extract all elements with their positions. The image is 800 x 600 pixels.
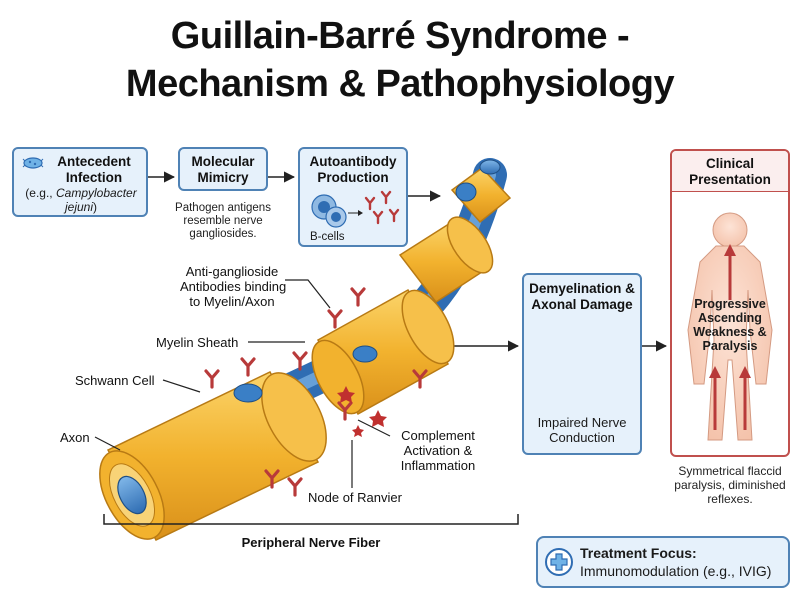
myelin-sheath-label: Myelin Sheath xyxy=(156,335,239,350)
clinical-body-line-4: Paralysis xyxy=(702,339,758,353)
clinical-body-line-1: Progressive xyxy=(694,297,766,311)
schwann-cell-nucleus xyxy=(233,383,263,403)
infection-box: Antecedent Infection (e.g., Campylobacte… xyxy=(12,147,148,217)
myelin-segment-3 xyxy=(398,216,494,304)
antibodies-label-line-2: Antibodies binding xyxy=(180,279,287,294)
demyelination-title-line-1: Demyelination & xyxy=(529,281,635,296)
complement-label-line-3: Inflammation xyxy=(400,458,476,473)
medical-cross-icon xyxy=(545,548,573,576)
page-title: Guillain-Barré Syndrome - Mechanism & Pa… xyxy=(0,12,800,108)
human-figure-icon xyxy=(687,212,773,441)
treatment-title: Treatment Focus: xyxy=(580,545,697,561)
complement-label-line-1: Complement xyxy=(401,428,475,443)
antibody-5 xyxy=(350,287,366,307)
mimicry-title-line-2: Mimicry xyxy=(197,170,249,185)
mimicry-caption-line-1: Pathogen antigens xyxy=(175,202,271,214)
demyelination-box: Demyelination & Axonal Damage Impaired N… xyxy=(522,273,642,455)
myelin-segment-1 xyxy=(99,371,327,541)
clinical-body-line-3: Weakness & xyxy=(693,325,767,339)
complement-bursts xyxy=(337,386,387,437)
infection-detail-italic-1: Campylobacter xyxy=(56,186,137,200)
fiber-bracket xyxy=(103,514,519,525)
mimicry-box: Molecular Mimicry xyxy=(178,147,268,191)
peripheral-nerve-fiber-label: Peripheral Nerve Fiber xyxy=(241,535,381,550)
nerve-fiber-illustration xyxy=(99,158,512,541)
schwann-cell-label: Schwann Cell xyxy=(75,373,155,388)
clinical-caption-line-1: Symmetrical flaccid xyxy=(678,464,782,478)
infection-detail-prefix: (e.g., xyxy=(25,186,53,200)
clinical-caption-line-3: reflexes. xyxy=(707,492,753,506)
clinical-caption-line-2: paralysis, diminished xyxy=(674,478,786,492)
clinical-body: Progressive Ascending Weakness & Paralys… xyxy=(672,297,788,353)
axon-end xyxy=(117,475,147,515)
infection-title-line-1: Antecedent xyxy=(57,154,131,169)
antibodies-label-line-3: to Myelin/Axon xyxy=(189,294,275,309)
clinical-caption: Symmetrical flaccid paralysis, diminishe… xyxy=(660,464,800,506)
infection-detail-italic-2: jejuni xyxy=(64,200,94,214)
autoantibody-title-line-2: Production xyxy=(317,170,389,185)
clinical-box: Clinical Presentation Progressive Ascend… xyxy=(670,149,790,457)
title-line-1: Guillain-Barré Syndrome - xyxy=(170,15,630,57)
demyelination-caption: Impaired Nerve Conduction xyxy=(524,415,640,445)
mimicry-title-line-1: Molecular xyxy=(191,154,255,169)
demyelination-caption-line-1: Impaired Nerve xyxy=(537,415,627,430)
clinical-title-line-1: Clinical xyxy=(705,156,754,171)
clinical-body-line-2: Ascending xyxy=(698,311,762,325)
b-cells-label: B-cells xyxy=(310,231,345,243)
antibody-8 xyxy=(287,477,303,497)
node-of-ranvier-label: Node of Ranvier xyxy=(308,490,402,505)
antibodies-label: Anti-ganglioside Antibodies binding to M… xyxy=(180,264,287,309)
treatment-detail: Immunomodulation (e.g., IVIG) xyxy=(580,563,772,579)
antibody-1 xyxy=(204,369,220,389)
antibody-4 xyxy=(327,309,343,329)
infection-title-line-2: Infection xyxy=(65,170,123,185)
complement-label: Complement Activation & Inflammation xyxy=(392,428,484,473)
bacterium-icon xyxy=(22,157,44,169)
mimicry-caption: Pathogen antigens resemble nerve ganglio… xyxy=(160,202,286,241)
antibody-2 xyxy=(240,357,256,377)
complement-label-line-2: Activation & xyxy=(403,443,473,458)
treatment-box: Treatment Focus: Immunomodulation (e.g.,… xyxy=(536,536,790,588)
infection-detail-suffix: ) xyxy=(93,200,98,214)
autoantibody-box: Autoantibody Production B-cells xyxy=(298,147,408,247)
mimicry-caption-line-2: resemble nerve xyxy=(183,215,263,227)
mimicry-caption-line-3: gangliosides. xyxy=(189,228,257,240)
myelin-segment-4 xyxy=(450,159,512,224)
myelin-segment-2 xyxy=(311,288,455,416)
b-cells-icon xyxy=(311,190,400,228)
axon-label: Axon xyxy=(60,430,90,445)
leader-lines xyxy=(94,279,391,488)
clinical-title-line-2: Presentation xyxy=(689,172,771,187)
autoantibody-title-line-1: Autoantibody xyxy=(309,154,397,169)
demyelination-title-line-2: Axonal Damage xyxy=(531,297,633,312)
antibodies-label-line-1: Anti-ganglioside xyxy=(185,264,279,279)
title-line-2: Mechanism & Pathophysiology xyxy=(125,63,675,105)
demyelination-caption-line-2: Conduction xyxy=(549,430,615,445)
